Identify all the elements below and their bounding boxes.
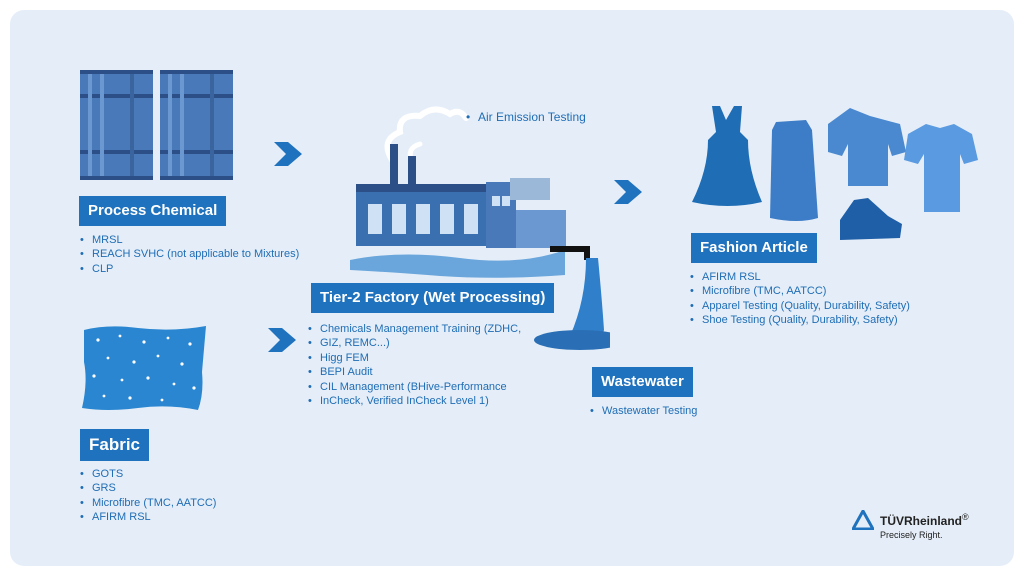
list-item: Microfibre (TMC, AATCC) (80, 496, 216, 511)
wastewater-list: Wastewater Testing (590, 404, 697, 419)
list-item: BEPI Audit (308, 365, 521, 380)
list-item: CIL Management (BHive-Performance (308, 380, 521, 395)
list-item: Wastewater Testing (590, 404, 697, 419)
list-item: Chemicals Management Training (ZDHC, (308, 322, 521, 337)
air-emission-list: Air Emission Testing (466, 110, 586, 125)
list-item: CLP (80, 262, 299, 277)
list-item: Apparel Testing (Quality, Durability, Sa… (690, 299, 910, 314)
process-chemical-list: MRSL REACH SVHC (not applicable to Mixtu… (80, 233, 299, 277)
chevron-right-icon (268, 328, 296, 352)
chevron-right-icon (614, 180, 642, 204)
fashion-article-label: Fashion Article (691, 233, 817, 263)
list-item: Higg FEM (308, 351, 521, 366)
process-chemical-label: Process Chemical (79, 196, 227, 226)
list-item: GRS (80, 481, 216, 496)
brand-name: TÜVRheinland (880, 514, 963, 528)
list-item: GOTS (80, 467, 216, 482)
triangle-logo-icon (852, 510, 874, 530)
chevron-right-icon (274, 142, 302, 166)
factory-label: Tier-2 Factory (Wet Processing) (311, 283, 555, 313)
list-item: InCheck, Verified InCheck Level 1) (308, 394, 521, 409)
factory-illustration (350, 106, 610, 350)
chemical-barrels-illustration (80, 70, 233, 180)
wastewater-label: Wastewater (592, 367, 693, 397)
list-item: REACH SVHC (not applicable to Mixtures) (80, 247, 299, 262)
list-item: Microfibre (TMC, AATCC) (690, 284, 910, 299)
list-item: Air Emission Testing (466, 110, 586, 125)
fabric-list: GOTS GRS Microfibre (TMC, AATCC) AFIRM R… (80, 467, 216, 525)
list-item: AFIRM RSL (80, 510, 216, 525)
brand-tagline: Precisely Right. (880, 530, 943, 540)
fabric-label: Fabric (80, 429, 150, 461)
brand-registered: ® (962, 512, 969, 522)
list-item: AFIRM RSL (690, 270, 910, 285)
list-item: GIZ, REMC...) (308, 336, 521, 351)
fabric-illustration (82, 326, 206, 410)
fashion-apparel-illustration (692, 106, 978, 240)
fashion-article-list: AFIRM RSL Microfibre (TMC, AATCC) Appare… (690, 270, 910, 328)
factory-list: Chemicals Management Training (ZDHC, GIZ… (308, 322, 521, 409)
list-item: Shoe Testing (Quality, Durability, Safet… (690, 313, 910, 328)
list-item: MRSL (80, 233, 299, 248)
